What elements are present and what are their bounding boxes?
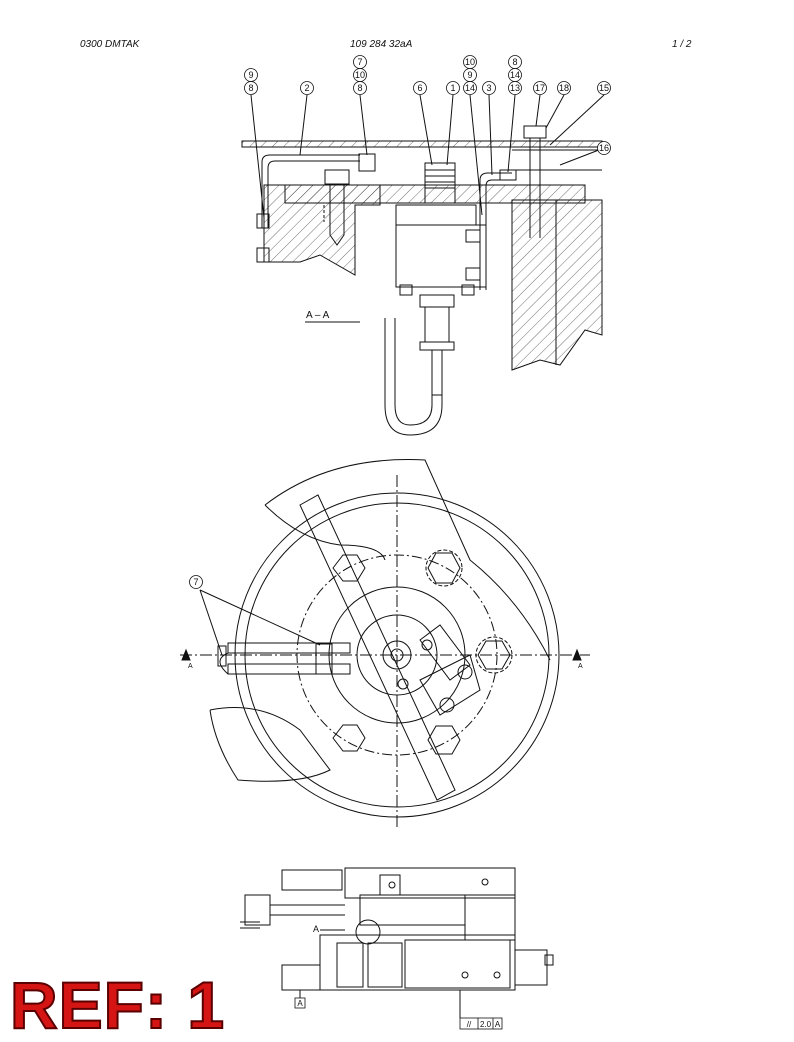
svg-text:10: 10 bbox=[355, 70, 365, 80]
balloon: 10 bbox=[463, 55, 477, 69]
balloon: 14 bbox=[463, 81, 477, 95]
svg-text:1: 1 bbox=[450, 83, 455, 93]
svg-text:17: 17 bbox=[535, 83, 545, 93]
section-view-top bbox=[241, 94, 605, 436]
svg-text:8: 8 bbox=[512, 57, 517, 67]
ref-stamp: REF: 1 bbox=[9, 968, 226, 1042]
svg-text:2.0: 2.0 bbox=[480, 1020, 492, 1029]
balloon: 8 bbox=[508, 55, 522, 69]
header-left-code: 0300 DMTAK bbox=[80, 39, 140, 50]
svg-text:14: 14 bbox=[465, 83, 475, 93]
svg-text:13: 13 bbox=[510, 83, 520, 93]
svg-text:10: 10 bbox=[465, 57, 475, 67]
balloon: 1 bbox=[446, 81, 460, 95]
section-marker-left: A bbox=[188, 663, 193, 670]
balloon: 15 bbox=[597, 81, 611, 95]
side-view-bottom bbox=[240, 867, 554, 1018]
svg-text:3: 3 bbox=[486, 83, 491, 93]
balloon: 8 bbox=[244, 81, 258, 95]
balloon: 18 bbox=[557, 81, 571, 95]
svg-text://: // bbox=[467, 1020, 472, 1029]
balloon-middle: 7 bbox=[189, 575, 203, 589]
balloon: 9 bbox=[244, 68, 258, 82]
header-page-number: 1 / 2 bbox=[672, 39, 692, 50]
section-label: A – A bbox=[306, 310, 330, 321]
svg-text:18: 18 bbox=[559, 83, 569, 93]
svg-text:15: 15 bbox=[599, 83, 609, 93]
svg-text:9: 9 bbox=[248, 70, 253, 80]
svg-text:9: 9 bbox=[467, 70, 472, 80]
balloon: 16 bbox=[597, 141, 611, 155]
balloon: 3 bbox=[482, 81, 496, 95]
balloon: 14 bbox=[508, 68, 522, 82]
datum-a: A bbox=[297, 999, 303, 1008]
svg-text:6: 6 bbox=[417, 83, 422, 93]
balloon: 8 bbox=[353, 81, 367, 95]
header-drawing-number: 109 284 32aA bbox=[350, 39, 413, 50]
balloon: 17 bbox=[533, 81, 547, 95]
svg-text:16: 16 bbox=[599, 143, 609, 153]
balloon: 7 bbox=[353, 55, 367, 69]
balloon: 6 bbox=[413, 81, 427, 95]
svg-text:7: 7 bbox=[357, 57, 362, 67]
balloon: 10 bbox=[353, 68, 367, 82]
balloon: 2 bbox=[300, 81, 314, 95]
balloon: 13 bbox=[508, 81, 522, 95]
svg-text:8: 8 bbox=[357, 83, 362, 93]
svg-text:7: 7 bbox=[193, 577, 198, 587]
section-marker-right: A bbox=[578, 663, 583, 670]
svg-text:2: 2 bbox=[304, 83, 309, 93]
bottom-label-a: A bbox=[313, 924, 319, 934]
plan-view-middle bbox=[180, 459, 590, 830]
svg-text:A: A bbox=[495, 1020, 501, 1029]
svg-text:14: 14 bbox=[510, 70, 520, 80]
balloon-group-top: 9 8 7 10 8 2 6 1 10 9 14 3 8 14 13 17 18… bbox=[244, 55, 611, 155]
tolerance-frame: // 2.0 A bbox=[459, 1017, 503, 1030]
balloon: 9 bbox=[463, 68, 477, 82]
svg-text:8: 8 bbox=[248, 83, 253, 93]
